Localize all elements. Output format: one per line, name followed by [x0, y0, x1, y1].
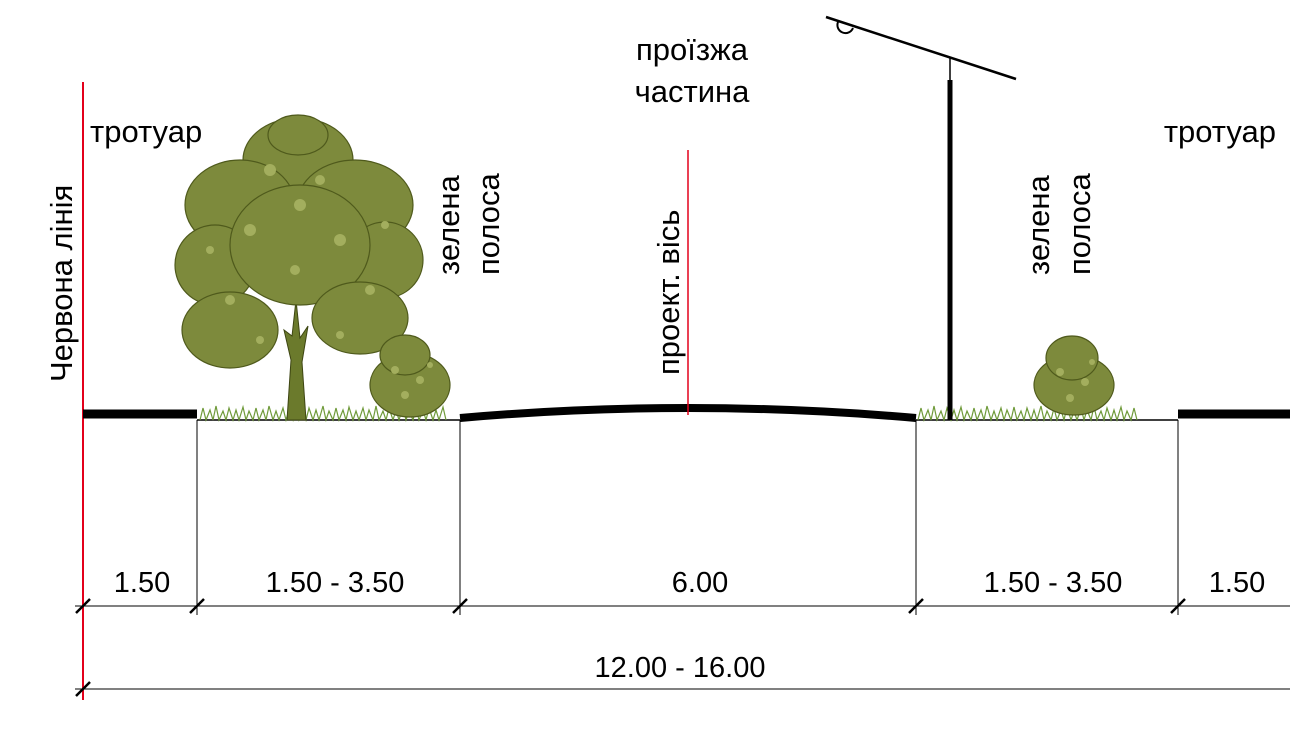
deciduous-tree-icon	[174, 114, 424, 421]
shrub-icon	[369, 334, 451, 418]
label-project-axis: проект. вісь	[651, 210, 686, 375]
street-lamp-icon	[825, 15, 1017, 420]
dimension-line-total	[75, 681, 1290, 697]
shrub-icon	[1033, 335, 1115, 416]
extension-lines	[196, 420, 1179, 615]
dimension-carriageway: 6.00	[672, 567, 728, 599]
label-green-strip-left-line2: полоса	[471, 172, 506, 275]
label-sidewalk-right: тротуар	[1164, 114, 1276, 149]
dimension-line-segments	[75, 598, 1290, 614]
label-green-strip-right-line1: зелена	[1021, 174, 1056, 275]
label-green-strip-right-line2: полоса	[1062, 172, 1097, 275]
label-carriageway-line2: частина	[635, 74, 751, 109]
label-carriageway-line1: проїзжа	[636, 32, 749, 67]
label-red-line: Червона лінія	[44, 185, 79, 382]
dimension-green-strip-left: 1.50 - 3.50	[266, 567, 405, 599]
dimension-sidewalk-left: 1.50	[114, 567, 170, 599]
label-green-strip-left-line1: зелена	[431, 174, 466, 275]
dimension-sidewalk-right: 1.50	[1209, 567, 1265, 599]
dimension-total-width: 12.00 - 16.00	[595, 652, 766, 684]
label-sidewalk-left: тротуар	[90, 114, 202, 149]
dimension-green-strip-right: 1.50 - 3.50	[984, 567, 1123, 599]
